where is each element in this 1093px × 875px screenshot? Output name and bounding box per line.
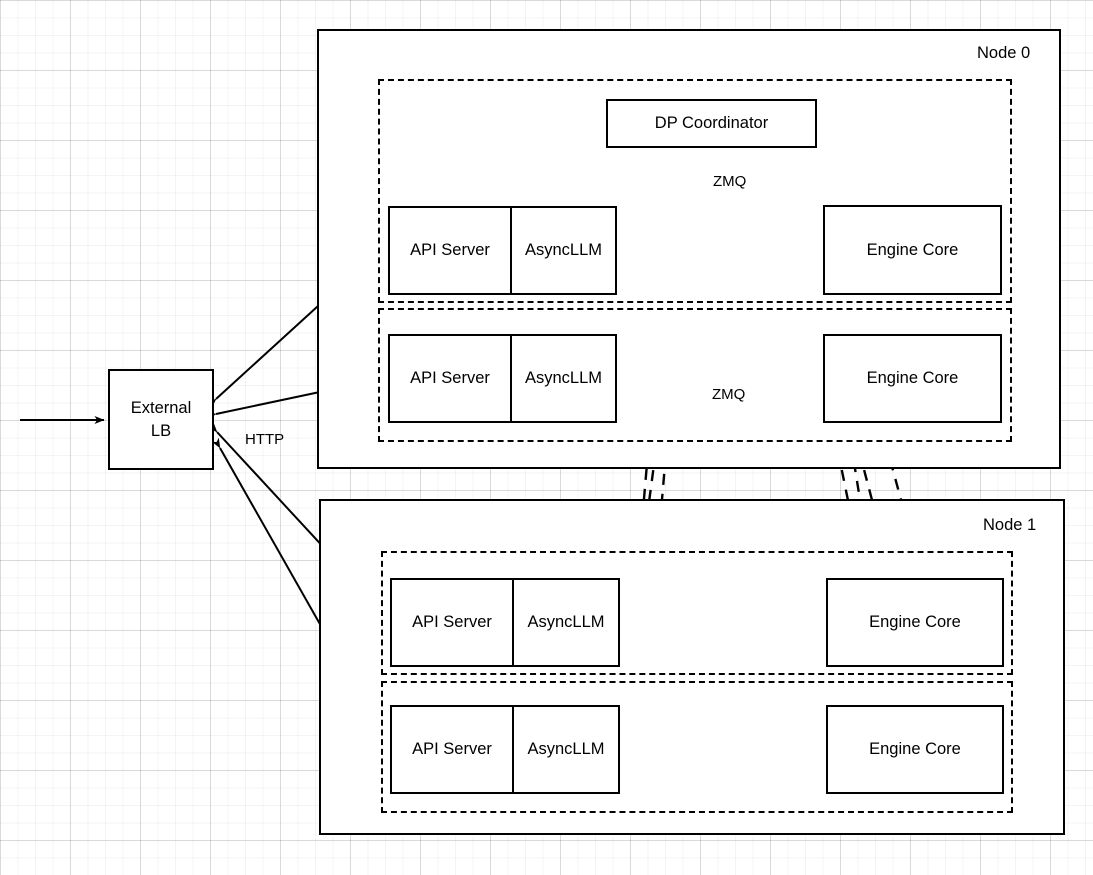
http-label: HTTP [245,431,285,448]
api-server-box-n1g0[interactable]: API Server AsyncLLM [390,578,620,667]
async-llm-label-n1g1: AsyncLLM [527,740,605,758]
engine-core-box-n1g0[interactable]: Engine Core [826,578,1004,667]
api-server-label-n0g1: API Server [390,336,512,421]
async-llm-label-n0g0: AsyncLLM [524,241,603,259]
external-lb-label-line1: External [130,399,192,418]
api-server-box-n0g0[interactable]: API Server AsyncLLM [388,206,617,295]
external-lb-box[interactable]: External LB [108,369,214,470]
zmq-label-top: ZMQ [713,173,747,190]
async-llm-label-n0g1: AsyncLLM [524,369,603,387]
api-server-label-n1g1: API Server [392,707,514,792]
zmq-label-mid: ZMQ [712,386,746,403]
engine-core-box-n1g1[interactable]: Engine Core [826,705,1004,794]
engine-core-box-n0g1[interactable]: Engine Core [823,334,1002,423]
engine-core-label-n0g0: Engine Core [866,240,959,259]
async-llm-label-n1g0: AsyncLLM [527,613,605,631]
engine-core-label-n1g0: Engine Core [869,613,961,631]
dp-coordinator-label: DP Coordinator [654,114,769,132]
engine-core-label-n1g1: Engine Core [869,740,961,758]
api-server-box-n1g1[interactable]: API Server AsyncLLM [390,705,620,794]
engine-core-label-n0g1: Engine Core [866,369,959,387]
api-server-label-n0g0: API Server [390,208,512,293]
node-1-group-1 [381,681,1013,813]
engine-core-box-n0g0[interactable]: Engine Core [823,205,1002,295]
node-1-label: Node 1 [983,516,1037,534]
dp-coordinator-box[interactable]: DP Coordinator [606,99,817,148]
node-0-label: Node 0 [977,44,1031,62]
api-server-box-n0g1[interactable]: API Server AsyncLLM [388,334,617,423]
api-server-label-n1g0: API Server [392,580,514,665]
external-lb-label-line2: LB [150,421,172,440]
